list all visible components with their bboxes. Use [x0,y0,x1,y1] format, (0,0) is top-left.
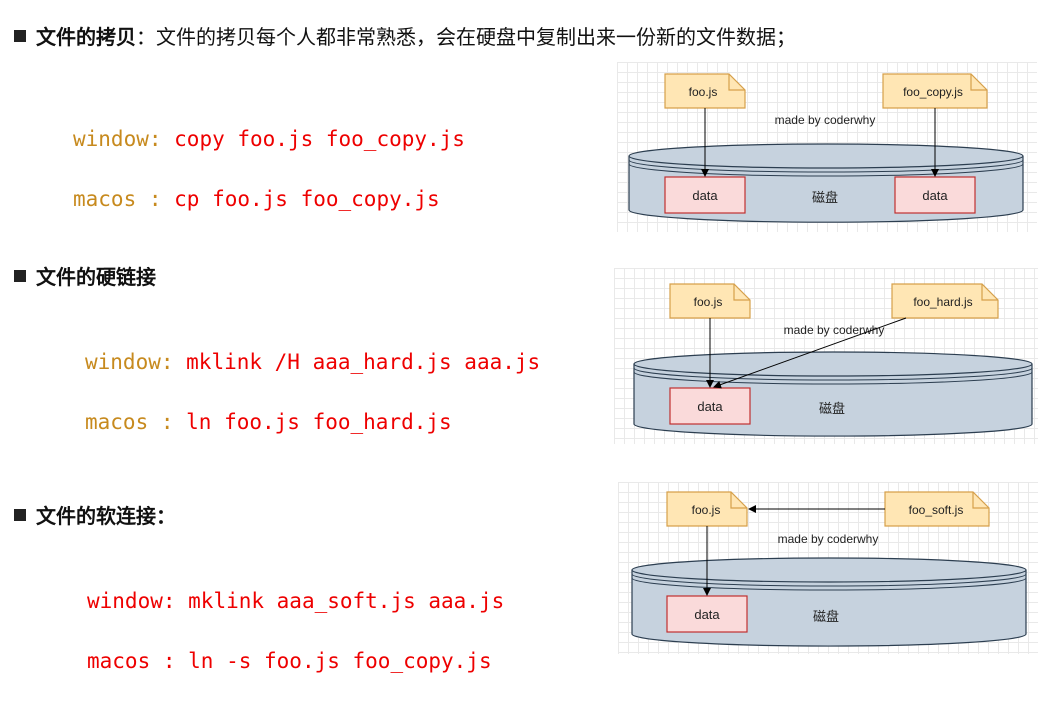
file-icon-right [884,491,990,527]
file-left-label: foo.js [689,85,718,99]
code-keyword: window: [87,589,176,613]
file-right-label: foo_soft.js [909,503,964,517]
data-block [669,387,751,425]
file-left-label: foo.js [694,295,723,309]
code-keyword: window: [85,350,174,374]
code-command: copy foo.js foo_copy.js [161,127,465,151]
code-hard: window: mklink /H aaa_hard.js aaa.js mac… [85,317,540,467]
square-bullet-icon [14,270,26,282]
code-soft-windows-line: window: mklink aaa_soft.js aaa.js [87,586,504,616]
data-block [666,595,748,633]
code-copy: window: copy foo.js foo_copy.js macos : … [73,94,465,244]
code-keyword: macos : [73,187,162,211]
disk-label: 磁盘 [812,190,838,205]
arrow-right [713,317,907,389]
square-bullet-icon [14,30,26,42]
data-block-left [664,176,746,214]
code-copy-windows-line: window: copy foo.js foo_copy.js [73,124,465,154]
file-icon-left [669,283,751,319]
watermark: made by coderwhy [778,532,879,546]
code-command: mklink /H aaa_hard.js aaa.js [173,350,541,374]
file-icon-right [882,73,988,109]
heading-copy: 文件的拷贝：文件的拷贝每个人都非常熟悉，会在硬盘中复制出来一份新的文件数据； [14,24,796,50]
data-block-right-label: data [922,188,948,203]
file-right-label: foo_hard.js [913,295,972,309]
code-command: mklink aaa_soft.js aaa.js [175,589,505,613]
heading-copy-description: ：文件的拷贝每个人都非常熟悉，会在硬盘中复制出来一份新的文件数据； [136,25,796,49]
diagram-hard-svg: data 磁盘 made by coderwhy foo.js foo_hard… [633,283,1033,437]
diagram-copy: data data 磁盘 made by coderwhy foo.js foo… [617,62,1037,232]
diagram-soft: data 磁盘 made by coderwhy foo.js foo_soft… [618,482,1038,654]
square-bullet-icon [14,509,26,521]
data-block-right [894,176,976,214]
file-icon-right [891,283,999,319]
diagram-hard: data 磁盘 made by coderwhy foo.js foo_hard… [614,268,1038,444]
code-hard-mac-line: macos : ln foo.js foo_hard.js [85,407,540,437]
heading-soft-suffix: ： [156,504,176,528]
diagram-copy-svg: data data 磁盘 made by coderwhy foo.js foo… [628,73,1024,223]
disk-label: 磁盘 [813,609,839,624]
file-icon-left [664,73,746,109]
code-command: ln foo.js foo_hard.js [173,410,452,434]
heading-hard-title: 文件的硬链接 [36,265,156,289]
code-command: cp foo.js foo_copy.js [161,187,440,211]
watermark: made by coderwhy [775,113,876,127]
heading-hard: 文件的硬链接 [14,264,156,290]
code-soft-mac-line: macos : ln -s foo.js foo_copy.js [87,646,504,676]
diagram-soft-svg: data 磁盘 made by coderwhy foo.js foo_soft… [631,491,1027,647]
data-block-label: data [697,399,723,414]
code-command: ln -s foo.js foo_copy.js [175,649,492,673]
code-keyword: macos : [85,410,174,434]
heading-soft-title: 文件的软连接 [36,504,156,528]
watermark: made by coderwhy [784,323,885,337]
heading-copy-title: 文件的拷贝 [36,25,136,49]
code-copy-mac-line: macos : cp foo.js foo_copy.js [73,184,465,214]
file-left-label: foo.js [692,503,721,517]
file-right-label: foo_copy.js [903,85,963,99]
data-block-label: data [694,607,720,622]
code-keyword: macos : [87,649,176,673]
heading-soft: 文件的软连接： [14,503,176,529]
code-keyword: window: [73,127,162,151]
data-block-left-label: data [692,188,718,203]
code-hard-windows-line: window: mklink /H aaa_hard.js aaa.js [85,347,540,377]
disk-label: 磁盘 [819,401,845,416]
code-soft: window: mklink aaa_soft.js aaa.js macos … [87,556,504,706]
file-icon-left [666,491,748,527]
